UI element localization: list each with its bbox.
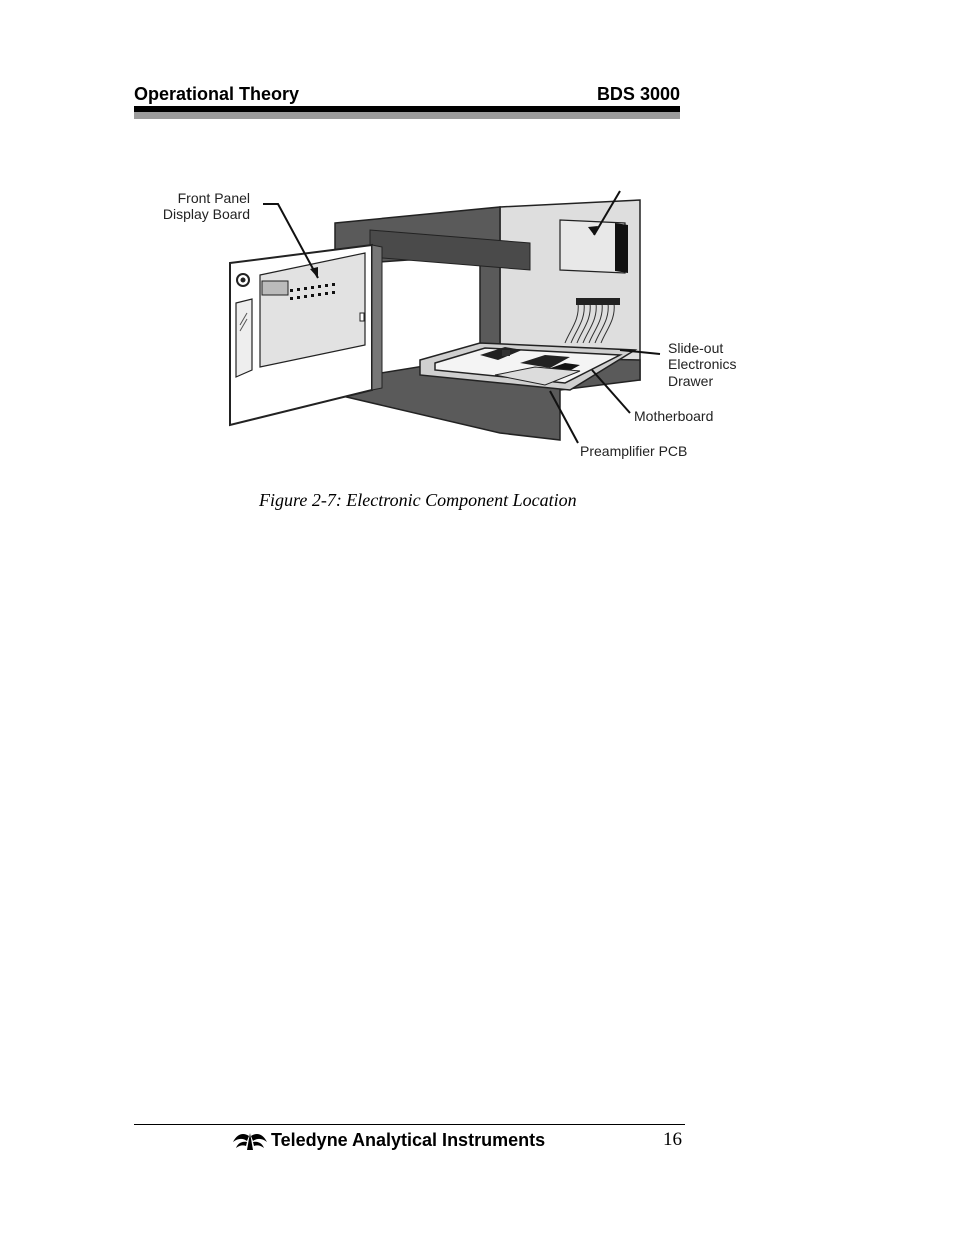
front-panel-leader bbox=[263, 203, 319, 279]
teledyne-logo-icon bbox=[233, 1133, 267, 1150]
component-location-illustration: Front Panel Display Board Slide-out Elec… bbox=[150, 185, 750, 465]
label-motherboard: Motherboard bbox=[634, 408, 713, 424]
label-front-panel-line2: Display Board bbox=[163, 206, 250, 222]
footer-rule bbox=[134, 1124, 685, 1125]
label-drawer-line1: Slide-out bbox=[668, 340, 723, 356]
product-name: BDS 3000 bbox=[596, 84, 680, 104]
header-rule-black bbox=[134, 106, 680, 112]
label-drawer-line2: Electronics bbox=[668, 356, 736, 372]
section-title: Operational Theory bbox=[134, 84, 300, 104]
door-window bbox=[235, 298, 253, 378]
preamplifier-leader bbox=[549, 390, 579, 444]
label-front-panel-line1: Front Panel bbox=[178, 190, 250, 206]
preamplifier-board bbox=[494, 366, 581, 386]
header-rule-grey bbox=[134, 112, 680, 119]
drawer-leader bbox=[619, 349, 661, 355]
figure-caption: Figure 2-7: Electronic Component Locatio… bbox=[259, 490, 577, 510]
motherboard-board bbox=[434, 347, 623, 384]
page-number: 16 bbox=[663, 1129, 682, 1150]
label-drawer-line3: Drawer bbox=[668, 373, 713, 389]
connector-leader bbox=[593, 190, 621, 236]
motherboard-leader bbox=[591, 369, 631, 414]
ribbon-cable bbox=[564, 302, 615, 344]
rear-connector-board bbox=[559, 219, 626, 274]
label-preamplifier: Preamplifier PCB bbox=[580, 443, 687, 459]
footer-company: Teledyne Analytical Instruments bbox=[271, 1130, 546, 1150]
